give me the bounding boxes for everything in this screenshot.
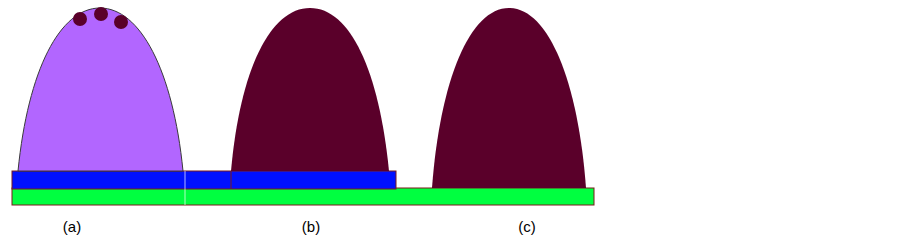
divider-line — [231, 171, 232, 189]
exposed-dome — [231, 8, 389, 171]
middle-layer — [12, 171, 396, 189]
exposed-dome — [432, 8, 586, 188]
panel-label: (c) — [518, 218, 536, 236]
resist-dome — [18, 8, 183, 171]
panel-label: (a) — [63, 218, 81, 236]
divider-line — [185, 171, 186, 205]
dark-spot — [73, 12, 87, 26]
bottom-layer — [12, 188, 594, 205]
dark-spot — [94, 7, 108, 21]
dark-spot — [114, 15, 128, 29]
panel-label: (b) — [302, 218, 320, 236]
